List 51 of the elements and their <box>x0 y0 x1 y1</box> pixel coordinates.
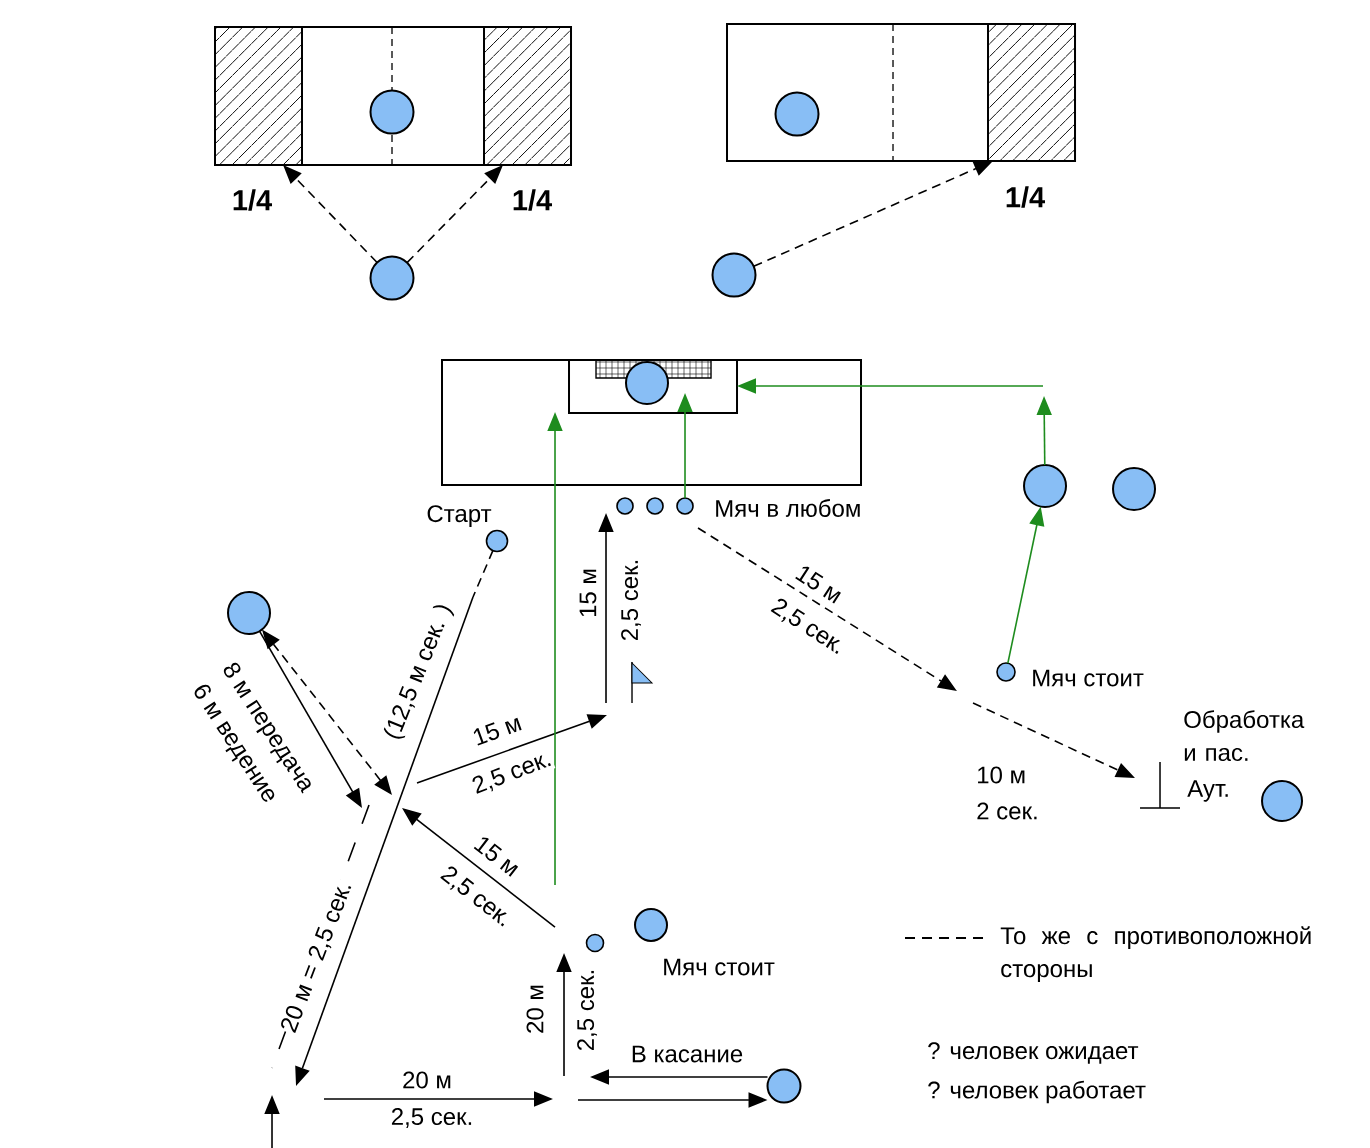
player-circle <box>369 255 415 301</box>
edge-label: В касание <box>629 1044 745 1064</box>
note-text: ? человек работает <box>926 1079 1147 1105</box>
distance-label: 15 м <box>470 832 524 880</box>
legend-text: То же с противоположной стороны <box>1000 926 1311 982</box>
arrow <box>283 165 378 264</box>
ball-circle <box>676 497 694 515</box>
player-circle <box>711 252 757 298</box>
distance-label: 20 м <box>401 1070 453 1090</box>
node-label: Мяч стоит <box>1030 668 1145 688</box>
node-label: 1/4 <box>230 188 274 212</box>
time-label: 2,5 сек. <box>389 1107 475 1129</box>
player-circle <box>634 908 668 942</box>
player-circle <box>1261 780 1303 822</box>
arrow <box>406 165 503 264</box>
note-text: Мяч стоит <box>661 957 776 977</box>
node-label: 1/4 <box>1003 185 1047 209</box>
hatched-zone <box>483 26 572 166</box>
player-circle <box>227 591 271 635</box>
distance-label: 15 м <box>578 567 598 619</box>
pitch-outline <box>441 359 862 486</box>
time-label: 2,5 сек. <box>468 747 556 799</box>
ball-circle <box>485 529 509 553</box>
ball-circle <box>585 933 605 953</box>
player-circle <box>774 91 820 137</box>
distance-label: 20 м = 2,5 сек. <box>277 877 357 1037</box>
ball-circle <box>616 497 634 515</box>
time-label: 2,5 сек. <box>620 557 642 643</box>
player-circle <box>369 89 415 135</box>
player-circle <box>766 1068 802 1104</box>
ball-circle <box>996 662 1016 682</box>
distance-label: 15 м <box>469 712 525 748</box>
note-text: ? человек ожидает <box>926 1041 1140 1065</box>
hatched-zone <box>214 26 303 166</box>
note-text: Обработка и пас. <box>1182 709 1315 763</box>
node-label: 1/4 <box>510 188 554 212</box>
node-label: Старт <box>425 504 493 528</box>
node-label: Мяч в любом <box>713 498 863 518</box>
distance-label: (12,5 м сек. ) <box>380 599 458 745</box>
distance-label: 15 м <box>792 562 846 606</box>
time-label: 2 сек. <box>975 801 1040 821</box>
player-circle <box>625 361 669 405</box>
player-circle <box>1112 467 1156 511</box>
note-text: Аут. <box>1186 779 1231 803</box>
penalty-box <box>568 359 738 414</box>
ball-circle <box>646 497 664 515</box>
time-label: 2,5 сек. <box>576 967 598 1053</box>
player-circle <box>1023 464 1067 508</box>
hatched-zone <box>987 23 1076 162</box>
distance-label: 10 м <box>975 765 1028 785</box>
distance-label: 20 м <box>525 983 545 1035</box>
